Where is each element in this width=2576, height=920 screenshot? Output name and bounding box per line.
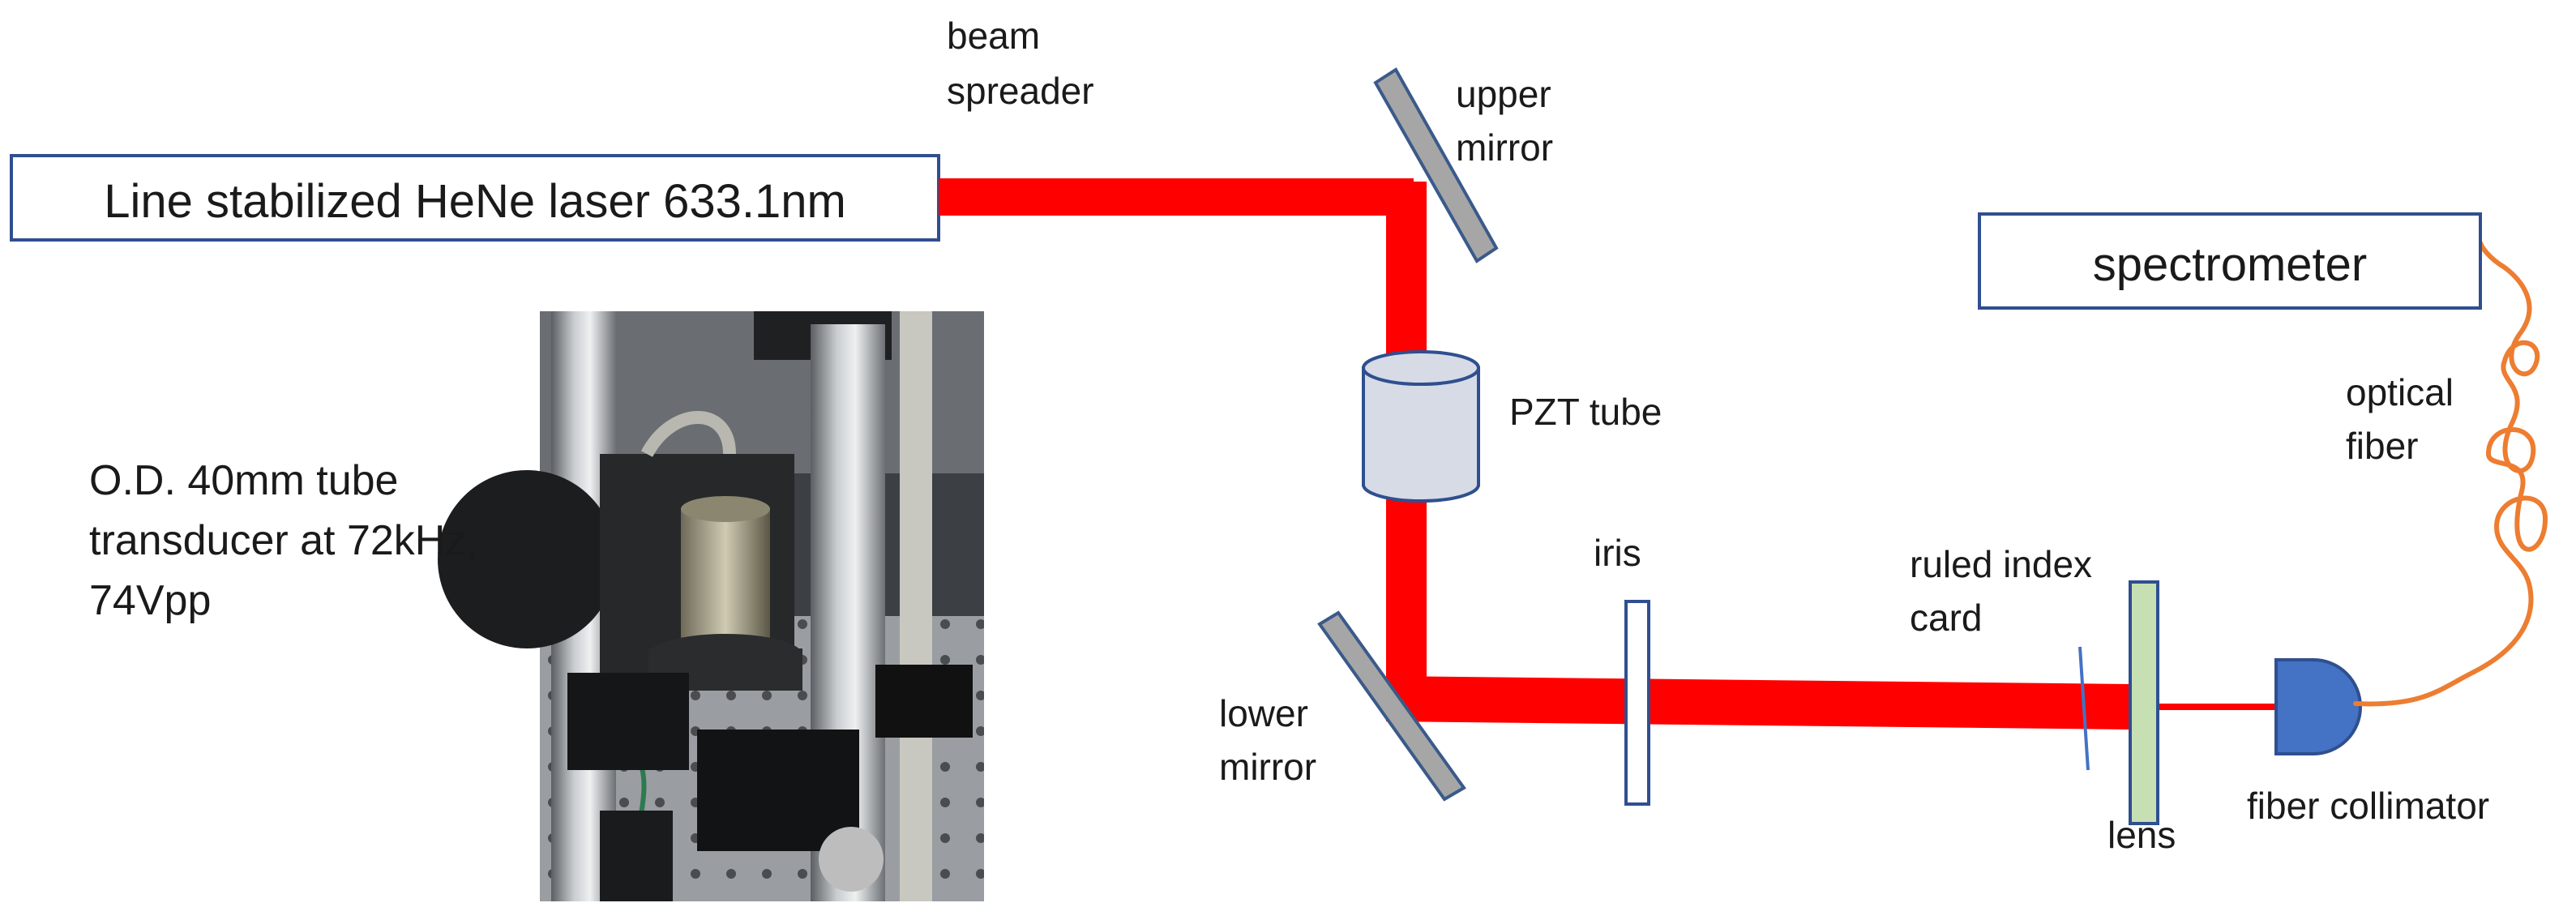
iris bbox=[1624, 600, 1650, 806]
beam-segment-horizontal-bottom bbox=[1386, 676, 2130, 730]
transducer-note-line3: 74Vpp bbox=[89, 577, 211, 624]
optical-fiber-label-line1: optical bbox=[2346, 371, 2454, 413]
beam-spreader-label-line2: spreader bbox=[947, 70, 1094, 112]
fiber-collimator-label: fiber collimator bbox=[2247, 785, 2489, 827]
beam-segment-vertical-upper bbox=[1386, 182, 1427, 360]
upper-mirror bbox=[1373, 67, 1499, 263]
fiber-collimator bbox=[2274, 658, 2362, 755]
beam-segment-vertical-lower bbox=[1386, 490, 1427, 678]
iris-label: iris bbox=[1594, 532, 1641, 574]
beam-spreader-label-line1: beam bbox=[947, 15, 1040, 57]
lens bbox=[2129, 580, 2159, 825]
ruled-index-card-label-line2: card bbox=[1910, 597, 1982, 639]
upper-mirror-label-line1: upper bbox=[1456, 73, 1551, 115]
pzt-tube bbox=[1362, 350, 1480, 503]
lower-mirror-label-line2: mirror bbox=[1219, 746, 1316, 788]
ruled-index-card-label-line1: ruled index bbox=[1910, 543, 2092, 585]
upper-mirror-label-line2: mirror bbox=[1456, 126, 1553, 169]
lower-mirror bbox=[1317, 610, 1466, 802]
pzt-tube-label: PZT tube bbox=[1509, 391, 1662, 433]
lens-label: lens bbox=[2107, 814, 2176, 856]
transducer-note-line1: O.D. 40mm tube bbox=[89, 457, 398, 504]
optical-fiber bbox=[2353, 241, 2548, 707]
laser-label: Line stabilized HeNe laser 633.1nm bbox=[104, 175, 846, 228]
beam-segment-focused bbox=[2156, 704, 2276, 710]
ruled-index-card bbox=[2078, 646, 2090, 771]
transducer-note-line2: transducer at 72kHz, bbox=[89, 517, 478, 564]
laser-beam bbox=[939, 178, 2276, 730]
beam-segment-horizontal-top bbox=[939, 178, 1414, 216]
laser-box: Line stabilized HeNe laser 633.1nm bbox=[10, 154, 940, 242]
spectrometer-label: spectrometer bbox=[2093, 238, 2367, 291]
spectrometer-box: spectrometer bbox=[1978, 212, 2482, 310]
optical-fiber-label-line2: fiber bbox=[2346, 425, 2418, 467]
transducer-photo bbox=[438, 311, 984, 901]
lower-mirror-label-line1: lower bbox=[1219, 692, 1308, 734]
